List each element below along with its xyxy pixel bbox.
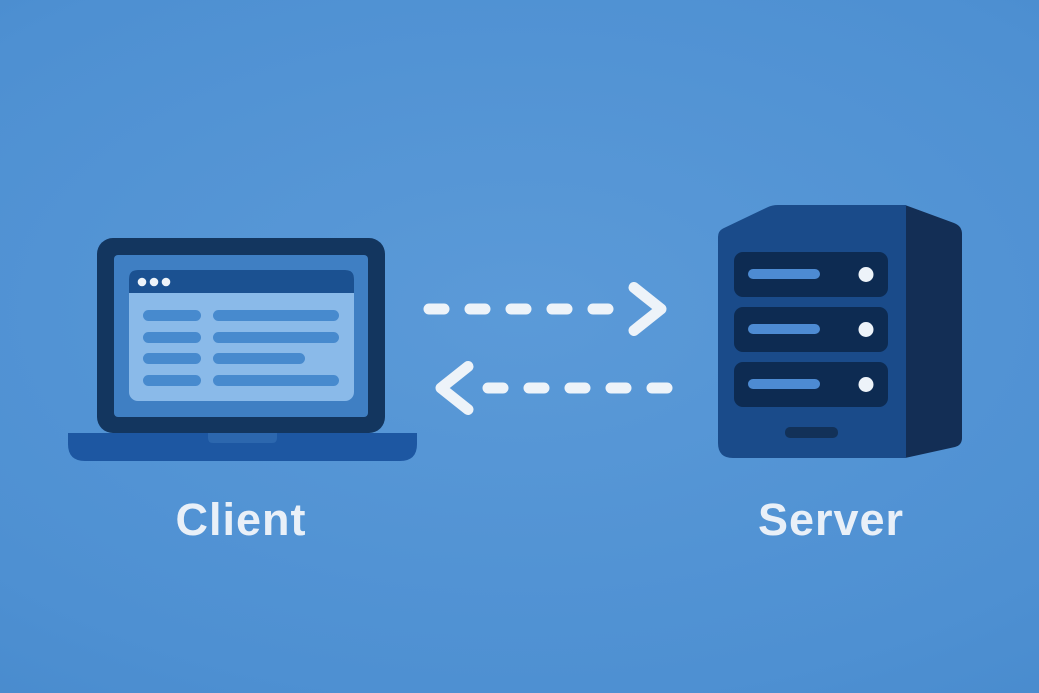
laptop-base xyxy=(68,433,417,461)
content-bar xyxy=(213,332,339,343)
content-bar xyxy=(143,375,201,386)
window-button-icon xyxy=(149,277,159,287)
server-side-panel xyxy=(905,205,962,458)
request-arrow xyxy=(423,282,667,336)
window-button-icon xyxy=(161,277,171,287)
server-label: Server xyxy=(757,494,905,545)
led-indicator-icon xyxy=(858,267,874,282)
content-bar xyxy=(143,353,201,364)
browser-titlebar xyxy=(129,270,354,293)
window-button-icon xyxy=(137,277,147,287)
content-bar xyxy=(213,353,305,364)
led-indicator-icon xyxy=(858,377,874,392)
led-indicator-icon xyxy=(858,322,874,337)
content-bar xyxy=(213,310,339,321)
server-bay-bar xyxy=(748,269,820,279)
content-bar xyxy=(143,310,201,321)
response-arrow xyxy=(435,361,674,415)
content-bar xyxy=(143,332,201,343)
laptop-notch xyxy=(208,433,277,443)
server-bay-bar xyxy=(748,379,820,389)
server-icon xyxy=(718,205,962,458)
client-label: Client xyxy=(175,494,307,545)
response-arrowhead-icon xyxy=(435,361,474,415)
request-arrowhead-icon xyxy=(628,282,667,336)
laptop-icon xyxy=(68,238,417,461)
server-bay-bar xyxy=(748,324,820,334)
content-bar xyxy=(213,375,339,386)
server-vent xyxy=(785,427,838,438)
